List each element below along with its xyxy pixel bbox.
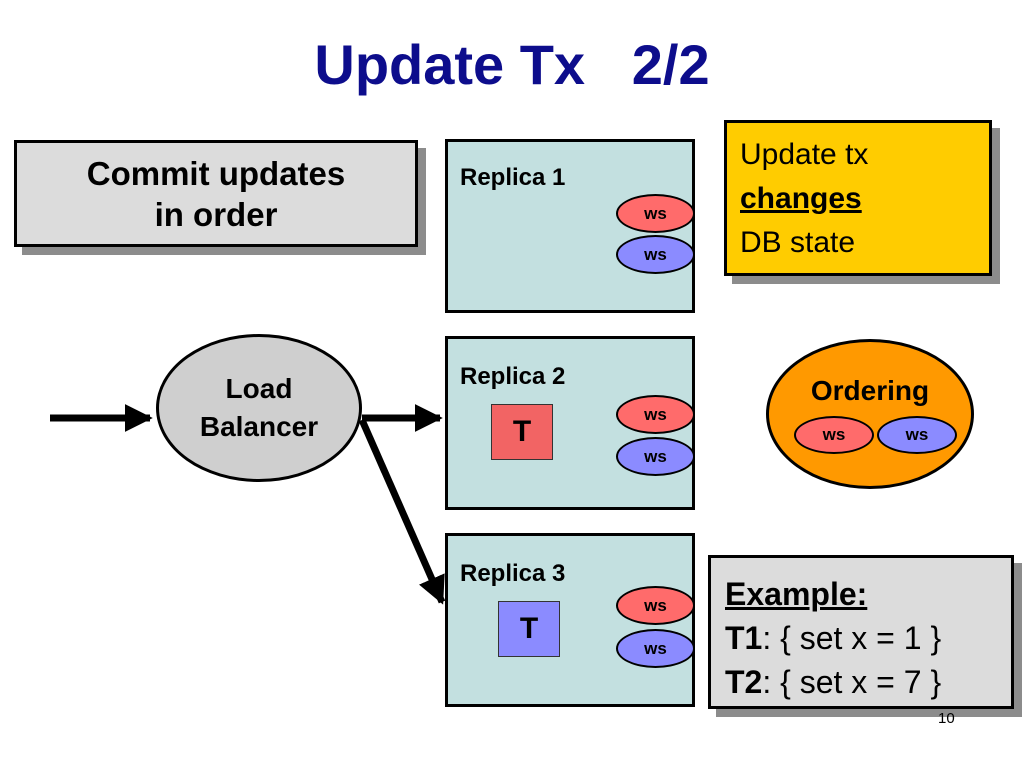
example-t2-body: : { set x = 7 } (762, 664, 942, 700)
commit-line-1: Commit updates (86, 154, 346, 192)
ordering-ellipse: Ordering ws ws (766, 339, 974, 489)
replica-1-ws-blue: ws (616, 235, 695, 274)
note-line-1: Update tx (740, 138, 869, 171)
replica-3-ws-blue: ws (616, 629, 695, 668)
replica-2-box: Replica 2 T ws ws (445, 336, 695, 510)
load-balancer: Load Balancer (156, 334, 362, 482)
commit-updates-box: Commit updates in order (14, 140, 418, 247)
example-heading: Example: (725, 576, 868, 612)
note-line-3: DB state (740, 226, 856, 259)
replica-3-transaction: T (498, 601, 560, 657)
replica-2-transaction: T (491, 404, 553, 460)
replica-3-box: Replica 3 T ws ws (445, 533, 695, 707)
load-balancer-line-1: Load (225, 373, 293, 404)
note-box: Update tx changes DB state (724, 120, 992, 276)
note-line-2: changes (740, 182, 862, 215)
replica-1-box: Replica 1 ws ws (445, 139, 695, 313)
replica-2-ws-blue: ws (616, 437, 695, 476)
replica-2-label: Replica 2 (460, 363, 566, 390)
slide-title: Update Tx 2/2 (314, 33, 710, 96)
replica-1-label: Replica 1 (460, 164, 566, 191)
ordering-label: Ordering (810, 375, 930, 406)
page-number: 10 (938, 710, 955, 727)
replica-1-ws-red: ws (616, 194, 695, 233)
ordering-ws-blue: ws (877, 416, 957, 454)
example-t1-body: : { set x = 1 } (762, 620, 942, 656)
example-t1: T1: { set x = 1 } (725, 616, 1011, 660)
example-t2-name: T2 (725, 664, 763, 700)
example-t2: T2: { set x = 7 } (725, 660, 1011, 704)
example-box: Example: T1: { set x = 1 } T2: { set x =… (708, 555, 1014, 709)
example-t1-name: T1 (725, 620, 763, 656)
replica-3-label: Replica 3 (460, 560, 566, 587)
replica-3-ws-red: ws (616, 586, 695, 625)
arrow-to-replica-3 (358, 418, 446, 605)
ordering-ws-red: ws (794, 416, 874, 454)
commit-line-2: in order (154, 195, 278, 233)
replica-2-ws-red: ws (616, 395, 695, 434)
load-balancer-line-2: Balancer (199, 411, 319, 442)
